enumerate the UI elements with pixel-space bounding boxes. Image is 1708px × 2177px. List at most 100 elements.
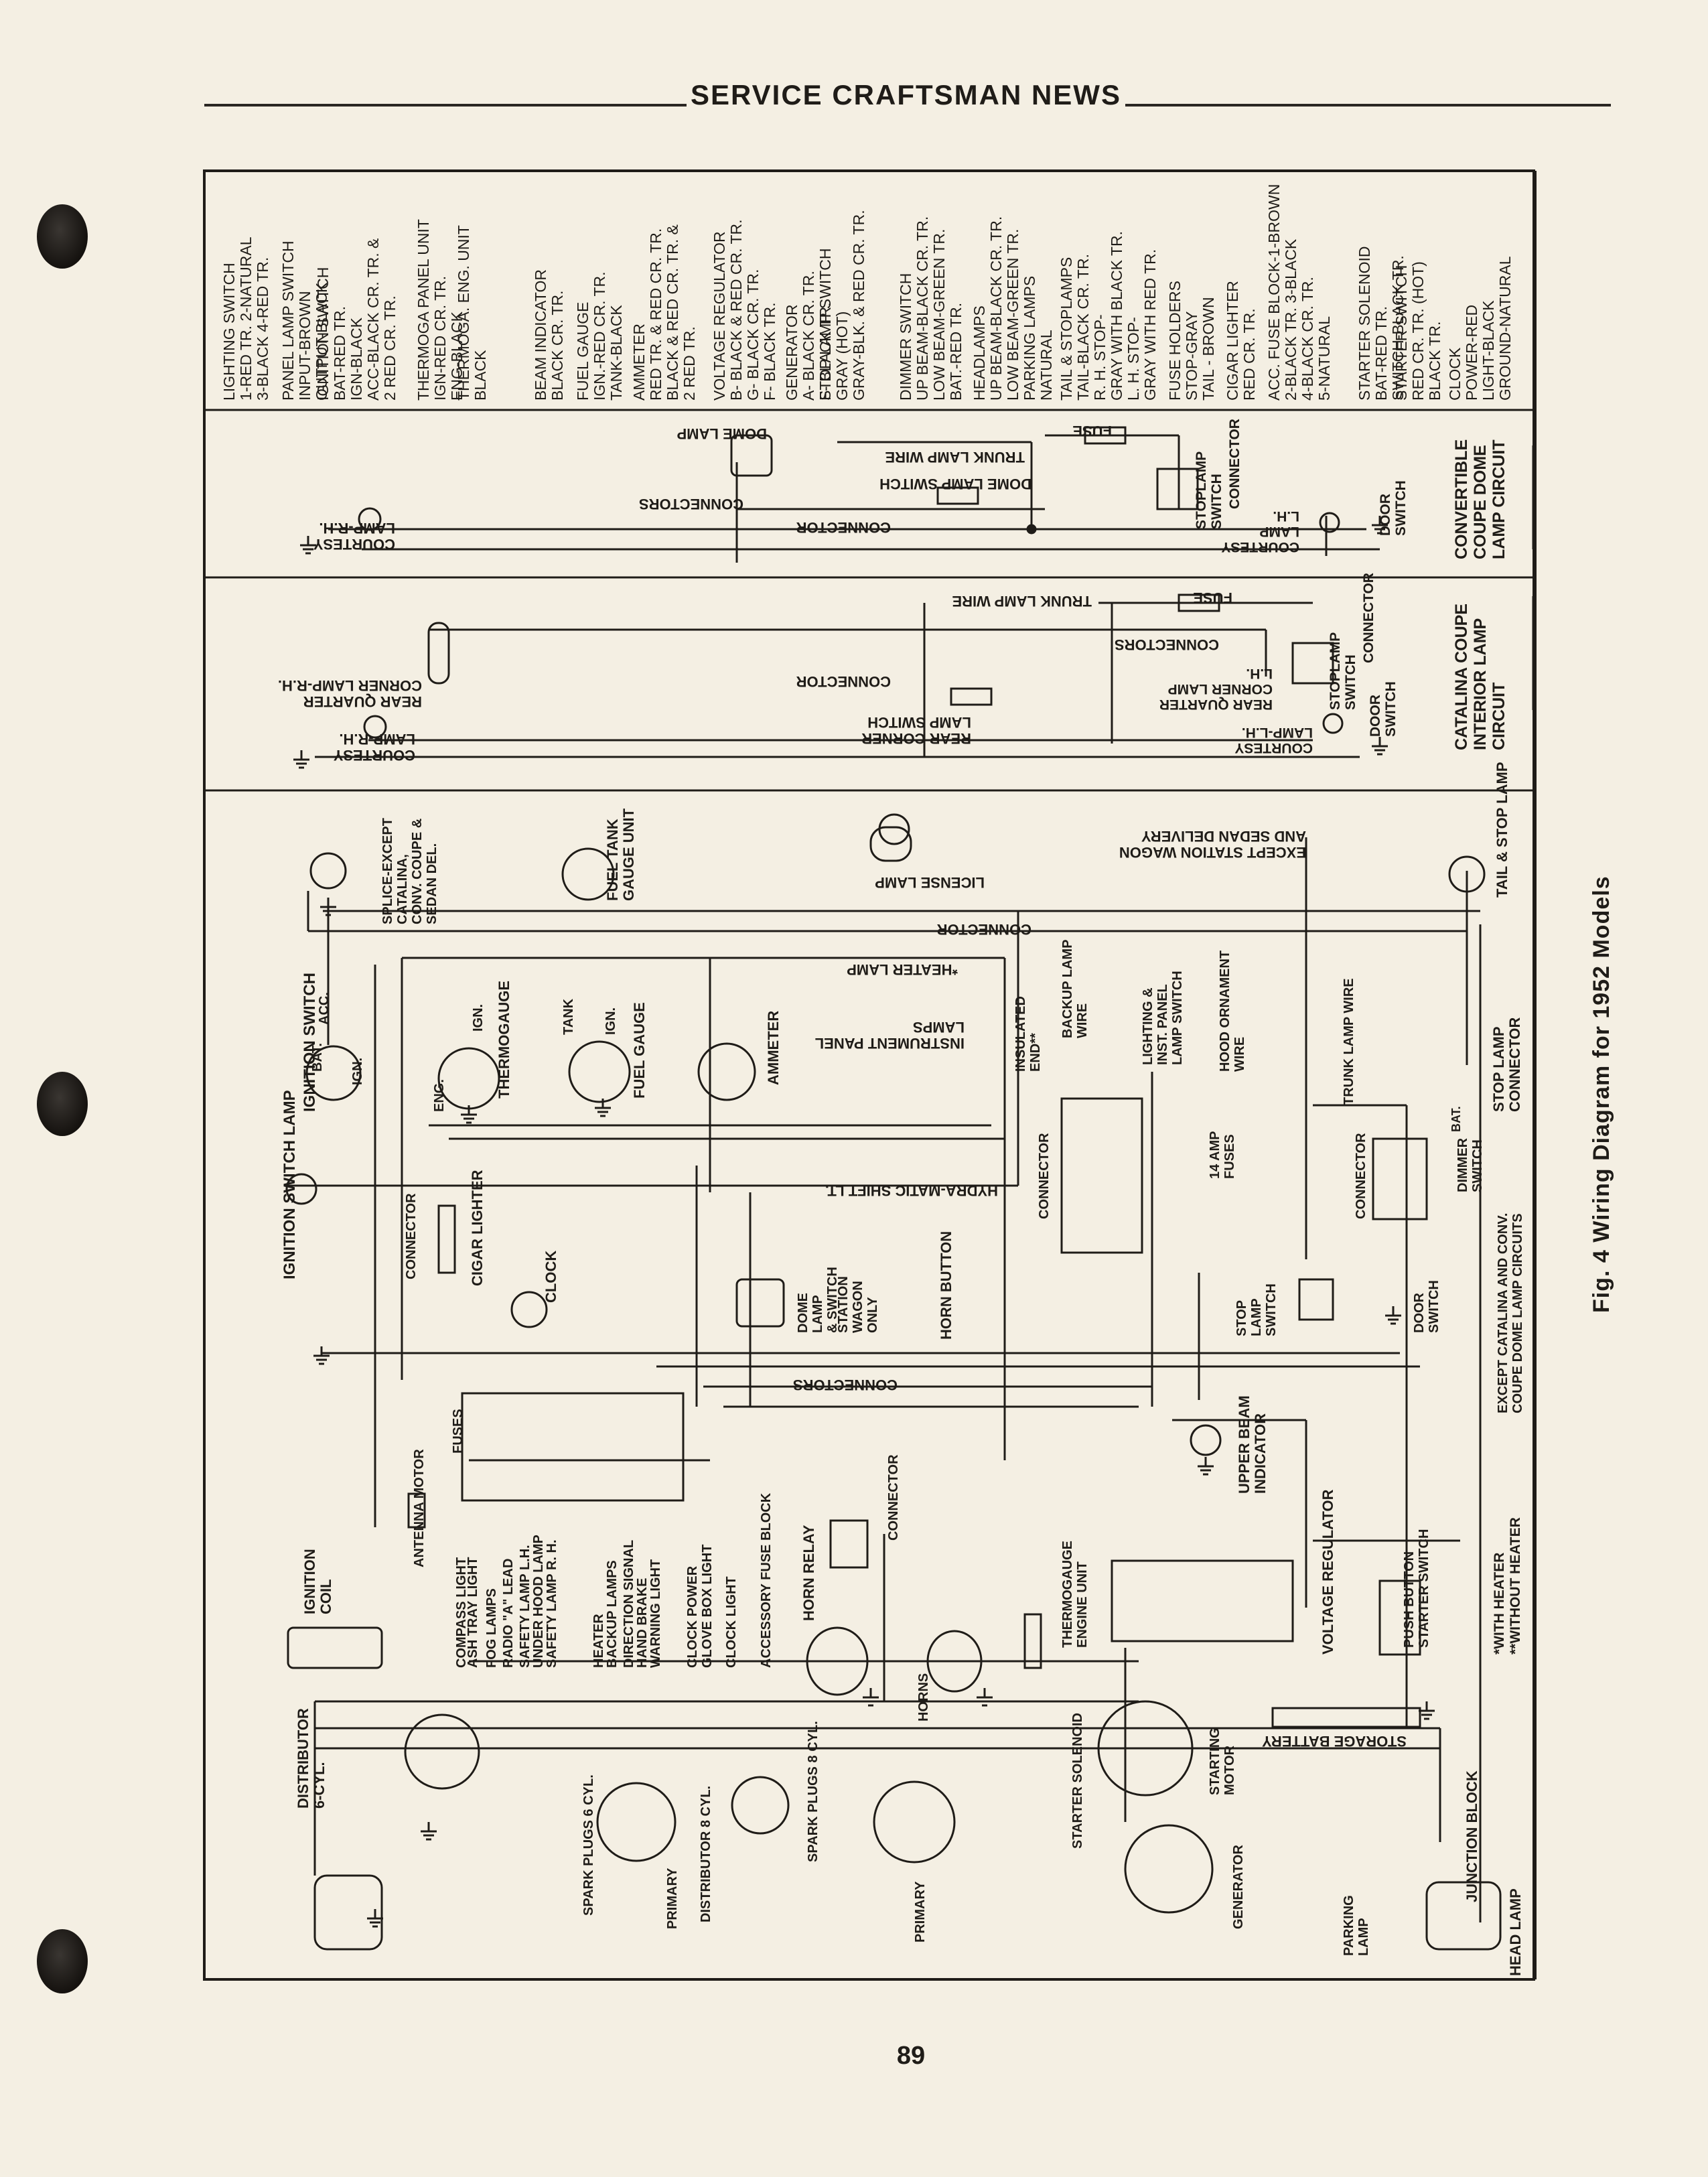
- fuel-tank-gauge-unit-label-line: FUEL TANK: [604, 819, 621, 901]
- heater-footnote-label: *WITH HEATER**WITHOUT HEATER: [1492, 1517, 1523, 1655]
- splice-note-label-line: SEDAN DEL.: [425, 843, 439, 924]
- legend-entry-line: THERMOGA PANEL UNIT: [415, 219, 432, 401]
- dome-lamp-switch-label-line: LAMP: [810, 1295, 825, 1333]
- voltage-regulator-label-line: VOLTAGE REGULATOR: [1320, 1489, 1336, 1655]
- rear-quarter-lh-label-line: L.H.: [1246, 666, 1273, 681]
- junction-block-label: JUNCTION BLOCK: [1464, 1770, 1480, 1902]
- legend-entry-line: BLACK CR. TR.: [549, 291, 566, 401]
- legend-entry-line: ENG-BLACK: [448, 311, 466, 401]
- splice-note-label-line: SPLICE-EXCEPT: [380, 818, 395, 924]
- legend-entry-line: CIGAR LIGHTER: [1224, 281, 1241, 401]
- courtesy-lamp-rh-label-line: COURTESY: [313, 536, 395, 553]
- cigar-lighter-label: CIGAR LIGHTER: [469, 1170, 486, 1286]
- figure-caption: Fig. 4 Wiring Diagram for 1952 Models: [1589, 875, 1614, 1313]
- eng-terminal-label-line: ENG.: [432, 1079, 447, 1112]
- license-lamp-label-line: LICENSE LAMP: [875, 874, 985, 891]
- except-catalina-note: EXCEPT CATALINA AND CONV.COUPE DOME LAMP…: [1496, 1213, 1525, 1413]
- legend-entry-line: TANK-BLACK: [608, 305, 625, 401]
- legend-entry-line: 2-BLACK TR. 3-BLACK: [1282, 238, 1299, 401]
- stop-lamp-switch-label-line: STOP: [1234, 1300, 1249, 1336]
- acc-terminal-label: ACC.: [317, 992, 332, 1025]
- stoplamp-switch-label-line: SWITCH: [1343, 654, 1358, 710]
- diagram-frame: [203, 169, 1537, 1981]
- fuse-label-line: FUSE: [1193, 589, 1232, 606]
- legend-entry-line: AMMETER: [630, 324, 648, 401]
- fuse-block-circuit-label: COMPASS LIGHT: [454, 1557, 469, 1668]
- trunk-lamp-wire-label: TRUNK LAMP WIRE: [1342, 978, 1356, 1105]
- legend-entry-line: F- BLACK TR.: [816, 302, 834, 401]
- storage-battery-label-line: STORAGE BATTERY: [1262, 1733, 1407, 1750]
- horn-relay-label: HORN RELAY: [800, 1525, 817, 1621]
- fuse-block-circuit-label: CLOCK LIGHT: [724, 1576, 739, 1668]
- fuse-block-circuit-label-line: SAFETY LAMP R. H.: [545, 1539, 559, 1668]
- connector-label: CONNECTOR: [404, 1193, 419, 1279]
- legend-entry-line: UP BEAM-BLACK CR. TR.: [914, 216, 931, 401]
- backup-lamp-wire-label-line: WIRE: [1075, 1003, 1090, 1038]
- fuse-block-circuit-label: FOG LAMPS: [484, 1588, 499, 1668]
- fuse-block-circuit-label: RADIO "A" LEAD: [501, 1559, 516, 1668]
- door-switch-label-line: DOOR: [1378, 494, 1393, 536]
- heater-footnote-label-line: **WITHOUT HEATER: [1508, 1517, 1523, 1655]
- legend-entry-line: LIGHTING SWITCH: [220, 263, 238, 401]
- fuse-block-circuit-label-line: DIRECTION SIGNAL: [622, 1540, 636, 1668]
- legend-entry-line: STOP LAMP SWITCH: [816, 249, 834, 401]
- legend-entry-line: HEADLAMPS: [971, 305, 988, 401]
- push-button-starter-label-line: STARTER SWITCH: [1417, 1529, 1431, 1648]
- legend-entry-line: DIMMER SWITCH: [897, 273, 914, 401]
- door-switch-label-line: SWITCH: [1427, 1280, 1441, 1333]
- connector-label: CONNECTOR: [796, 519, 891, 536]
- connectors-label: CONNECTORS: [1115, 636, 1219, 653]
- connector-label-line: CONNECTOR: [1227, 419, 1242, 509]
- distributor-6-label-line: 6-CYL.: [311, 1762, 328, 1809]
- courtesy-lamp-rh-label-line: LAMP-R.H.: [319, 520, 395, 537]
- fuel-gauge-label: FUEL GAUGE: [631, 1002, 648, 1099]
- page-number: 89: [896, 2042, 926, 2070]
- hood-ornament-wire-label-line: WIRE: [1232, 1037, 1247, 1072]
- station-wagon-only-label-line: ONLY: [865, 1297, 880, 1333]
- fuses-label-line: 14 AMP: [1208, 1131, 1222, 1179]
- connector-label: CONNECTOR: [937, 921, 1031, 938]
- legend-entry-line: GRAY (HOT): [833, 311, 851, 401]
- fuse-block-circuit-label: SAFETY LAMP L.H.: [518, 1545, 532, 1668]
- fuel-gauge-label-line: FUEL GAUGE: [631, 1002, 648, 1099]
- fuse-block-circuit-label: HEATER: [591, 1614, 606, 1668]
- trunk-lamp-wire-label-line: TRUNK LAMP WIRE: [1342, 978, 1356, 1105]
- upper-beam-indicator-label-line: UPPER BEAM: [1236, 1395, 1253, 1494]
- upper-beam-indicator-label-line: INDICATOR: [1252, 1413, 1269, 1494]
- fuse-block-circuit-label: HAND BRAKE: [635, 1578, 650, 1668]
- legend-entry-line: TAIL-BLACK CR. TR.: [1074, 254, 1092, 401]
- legend-entry-line: OUTPUT-BLACK: [313, 282, 330, 401]
- trunk-lamp-wire-label: TRUNK LAMP WIRE: [952, 593, 1092, 610]
- rear-quarter-lh-label-line: REAR QUARTER: [1159, 697, 1273, 712]
- ign-terminal-label-line: IGN.: [350, 1058, 365, 1085]
- courtesy-lamp-lh-label-line: COURTESY: [1234, 740, 1313, 756]
- trunk-lamp-wire-label: TRUNK LAMP WIRE: [885, 449, 1025, 466]
- fuse-block-circuit-label: SAFETY LAMP R. H.: [545, 1539, 559, 1668]
- thermogauge-engine-unit-label-line: THERMOGAUGE: [1060, 1541, 1075, 1648]
- connector-label: CONNECTOR: [1361, 573, 1376, 663]
- thermogauge-label: THERMOGAUGE: [496, 981, 512, 1099]
- starting-motor-label-line: STARTING: [1208, 1728, 1222, 1795]
- binder-hole-top: [37, 204, 88, 269]
- connector-label: CONNECTOR: [1227, 419, 1242, 509]
- voltage-regulator-label: VOLTAGE REGULATOR: [1320, 1489, 1336, 1655]
